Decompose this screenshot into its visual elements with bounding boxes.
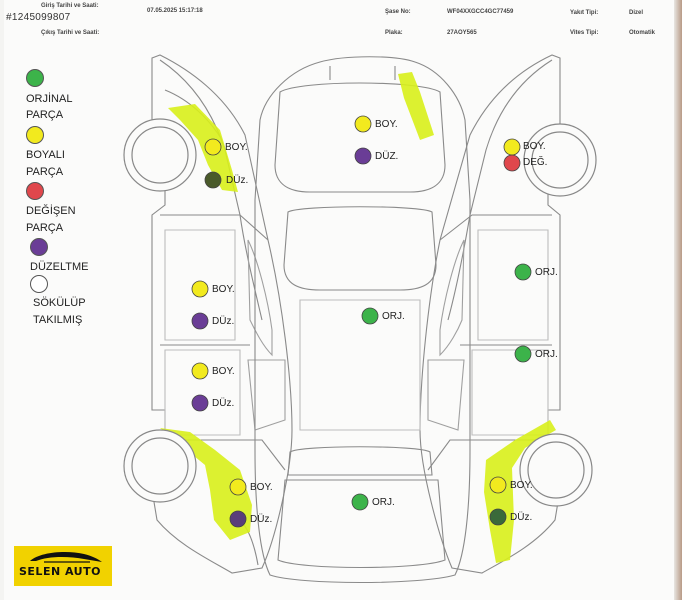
label-right-front-deg: DEĞ. xyxy=(523,157,548,168)
legend-changed-line2: PARÇA xyxy=(26,222,64,234)
legend-changed-line1: DEĞİŞEN xyxy=(26,205,76,217)
label-left-front-door-boy: BOY. xyxy=(212,284,235,295)
right-side-outline xyxy=(419,54,561,574)
dot-right-front-door-orj xyxy=(514,263,532,281)
gear-value: Otomatik xyxy=(629,30,656,36)
paint-highlights xyxy=(160,72,556,563)
chassis-label: Şase No: xyxy=(385,9,411,15)
legend-repaired-line1: DÜZELTME xyxy=(30,261,89,273)
legend-original-line1: ORJİNAL xyxy=(26,93,73,105)
wheel-rear-left xyxy=(123,429,197,503)
dot-left-rear-door-duz xyxy=(191,394,209,412)
car-silhouette-icon xyxy=(30,552,102,563)
dot-left-rear-fender-boy xyxy=(229,478,247,496)
highlight-left-rear xyxy=(160,428,252,540)
exit-date-label: Çıkış Tarihi ve Saati: xyxy=(41,30,100,36)
wheel-front-left xyxy=(123,118,197,192)
label-left-rear-door-boy: BOY. xyxy=(212,366,235,377)
legend-original-line2: PARÇA xyxy=(26,109,64,121)
label-left-rear-door-duz: DÜz. xyxy=(212,398,235,409)
label-left-front-boy: BOY. xyxy=(225,142,248,153)
label-right-rear-fender-boy: BOY. xyxy=(510,480,533,491)
dot-right-rear-fender-boy xyxy=(489,476,507,494)
logo-text: SELEN AUTO xyxy=(19,565,101,578)
highlight-top-right xyxy=(398,72,434,140)
dot-left-front-fender-duz xyxy=(204,171,222,189)
entry-date-value: 07.05.2025 15:17:18 xyxy=(147,8,203,14)
dot-hood-duz xyxy=(354,147,372,165)
label-left-rear-fender-boy: BOY. xyxy=(250,482,273,493)
dot-right-front-fender-deg xyxy=(503,154,521,172)
label-hood-duz: DÜZ. xyxy=(375,151,399,162)
label-left-front-door-duz: DÜz. xyxy=(212,316,235,327)
dot-left-rear-fender-duz xyxy=(229,510,247,528)
legend-removed-line1: SÖKÜLÜP xyxy=(33,297,86,309)
label-right-rear-door-orj: ORJ. xyxy=(535,349,558,360)
wheel-front-right xyxy=(523,123,597,197)
dot-hood-boy xyxy=(354,115,372,133)
dot-trunk-orj xyxy=(351,493,369,511)
label-hood-boy: BOY. xyxy=(375,119,398,130)
entry-date-label: Giriş Tarihi ve Saati: xyxy=(41,3,99,9)
label-right-front-door-orj: ORJ. xyxy=(535,267,558,278)
fuel-value: Dizel xyxy=(629,10,644,16)
label-left-front-duz: DÜz. xyxy=(226,175,249,186)
label-right-front-boy: BOY. xyxy=(523,141,546,152)
dot-right-rear-fender-duz xyxy=(489,508,507,526)
legend-removed-line2: TAKILMIŞ xyxy=(33,314,83,326)
legend-dot-original xyxy=(26,69,44,87)
left-side-outline xyxy=(151,54,293,574)
dot-right-rear-door-orj xyxy=(514,345,532,363)
label-left-rear-fender-duz: DÜz. xyxy=(250,514,273,525)
highlight-left-front xyxy=(168,104,238,192)
chassis-value: WF04XXGCC4GC77459 xyxy=(447,9,514,15)
legend-dot-painted xyxy=(26,126,44,144)
dot-left-rear-door-boy xyxy=(191,362,209,380)
watermark-id: #1245099807 xyxy=(6,12,71,23)
label-right-rear-fender-duz: DÜz. xyxy=(510,512,533,523)
gear-label: Vites Tipi: xyxy=(570,30,599,36)
dot-right-front-fender-boy xyxy=(503,138,521,156)
car-top-outline xyxy=(254,56,471,584)
dot-left-front-door-boy xyxy=(191,280,209,298)
dot-roof-orj xyxy=(361,307,379,325)
legend-painted-line1: BOYALI xyxy=(26,149,65,161)
plate-value: 27AOY565 xyxy=(447,30,477,36)
brand-logo: SELEN AUTO xyxy=(14,546,112,586)
dot-left-front-door-duz xyxy=(191,312,209,330)
legend-painted-line2: PARÇA xyxy=(26,166,64,178)
legend-dot-changed xyxy=(26,182,44,200)
paper-edge xyxy=(674,0,682,600)
plate-label: Plaka: xyxy=(385,30,403,36)
fuel-label: Yakıt Tipi: xyxy=(570,10,599,16)
legend-dot-removed xyxy=(30,275,48,293)
dot-left-front-fender-boy xyxy=(204,138,222,156)
wheel-rear-right xyxy=(519,433,593,507)
label-roof-orj: ORJ. xyxy=(382,311,405,322)
legend-dot-repaired xyxy=(30,238,48,256)
highlight-right-rear xyxy=(484,420,556,563)
label-trunk-orj: ORJ. xyxy=(372,497,395,508)
